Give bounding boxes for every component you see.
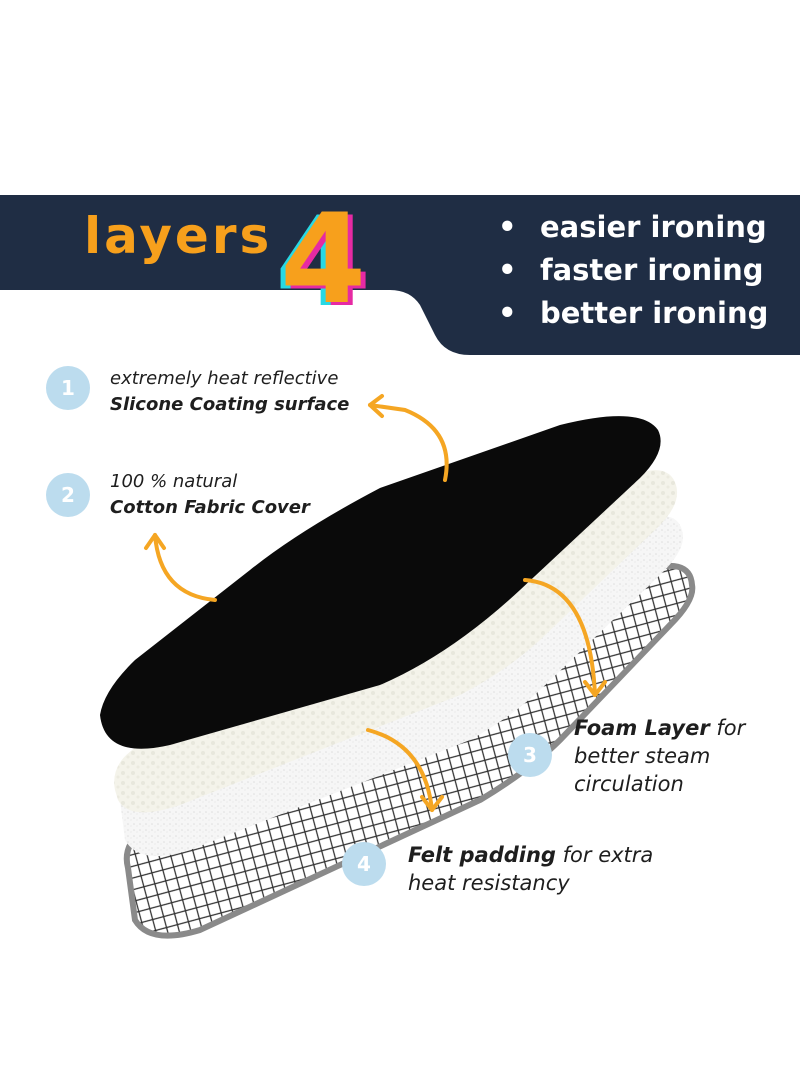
layer-4-text: heat resistancy <box>408 871 570 895</box>
layer-3-label: Foam Layer for better steam circulation <box>574 714 745 798</box>
layer-4-label: Felt padding for extra heat resistancy <box>408 841 653 897</box>
layer-1-title: Slicone Coating surface <box>110 394 350 415</box>
layer-2-label: 100 % natural Cotton Fabric Cover <box>110 469 310 521</box>
curved-arrow-icon <box>523 578 607 697</box>
benefit-item: •faster ironing <box>498 253 764 287</box>
layer-3-title: Foam Layer <box>574 716 710 740</box>
headline-number-cyan: 4 <box>275 191 362 335</box>
layer-2-description: 100 % natural <box>110 471 238 492</box>
layer-number-badge: 3 <box>508 733 552 777</box>
layer-number-badge: 1 <box>46 366 90 410</box>
benefit-text: faster ironing <box>540 253 764 287</box>
layer-3-text: for <box>709 716 746 740</box>
layer-3-text: circulation <box>574 772 684 796</box>
layer-4-title: Felt padding <box>408 843 556 867</box>
header-banner <box>0 195 800 355</box>
layer-number-badge: 2 <box>46 473 90 517</box>
layer-1-description: extremely heat reflective <box>110 368 339 389</box>
banner-background <box>0 195 800 355</box>
headline-word: layers <box>84 207 273 265</box>
benefit-item: •better ironing <box>498 296 769 330</box>
benefit-item: •easier ironing <box>498 210 767 244</box>
headline-number: 4 4 4 <box>275 188 390 335</box>
benefit-list: •easier ironing •faster ironing •better … <box>498 206 768 335</box>
layer-3-text: better steam <box>574 744 711 768</box>
layer-number-badge: 4 <box>342 842 386 886</box>
layer-2-title: Cotton Fabric Cover <box>110 497 310 518</box>
layer-4-text: for extra <box>555 843 654 867</box>
curved-arrow-icon <box>366 728 444 812</box>
curved-arrow-icon <box>144 533 217 602</box>
benefit-text: easier ironing <box>540 210 767 244</box>
silicone-layer <box>100 416 661 749</box>
headline-number-magenta: 4 <box>285 191 372 335</box>
headline-number-main: 4 <box>280 188 367 332</box>
layer-1-label: extremely heat reflective Slicone Coatin… <box>110 366 349 418</box>
curved-arrow-icon <box>368 394 449 482</box>
benefit-text: better ironing <box>540 296 769 330</box>
